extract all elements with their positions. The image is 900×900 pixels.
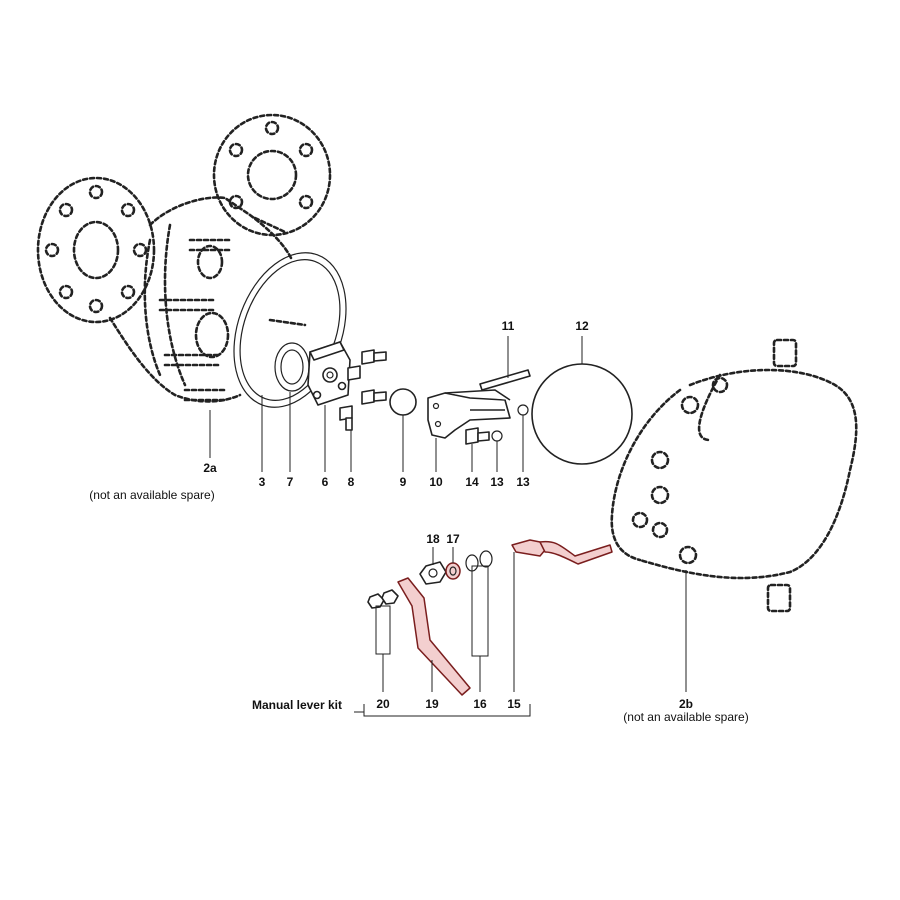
label-7: 7 [287,475,294,489]
part-20-nuts [367,589,399,609]
label-2b: 2b [679,697,693,711]
label-18: 18 [426,532,440,546]
part-8-screws [339,349,387,431]
part-2a-body [36,113,332,403]
label-2a-note: (not an available spare) [89,488,214,502]
label-12: 12 [575,319,589,333]
leader-lines [209,336,687,717]
part-18-nut [419,561,447,585]
label-14: 14 [465,475,479,489]
label-13-b: 13 [516,475,530,489]
label-16: 16 [473,697,487,711]
part-14-screw [465,427,490,445]
part-10-bracket [427,389,511,439]
part-17-spacer [445,562,461,580]
label-20: 20 [376,697,390,711]
label-15: 15 [507,697,521,711]
label-11: 11 [502,319,515,333]
label-9: 9 [400,475,407,489]
label-3: 3 [259,475,266,489]
part-12-float [531,363,633,465]
part-6-seat-block [307,341,361,406]
part-2b-cover [610,338,858,613]
label-6: 6 [322,475,329,489]
label-17: 17 [446,532,460,546]
label-2b-note: (not an available spare) [623,710,748,724]
label-2a: 2a [203,461,217,475]
part-19-lever [397,577,471,696]
label-10: 10 [429,475,443,489]
part-labels: 2a (not an available spare) 3 7 6 8 9 10… [89,319,748,724]
part-9-ball [389,388,417,416]
part-15-shaft [511,539,613,565]
label-manual-lever-kit: Manual lever kit [252,698,342,712]
label-19: 19 [425,697,439,711]
part-11-pin [479,369,531,391]
label-13-a: 13 [490,475,504,489]
part-7-oring [274,342,310,392]
label-8: 8 [348,475,355,489]
